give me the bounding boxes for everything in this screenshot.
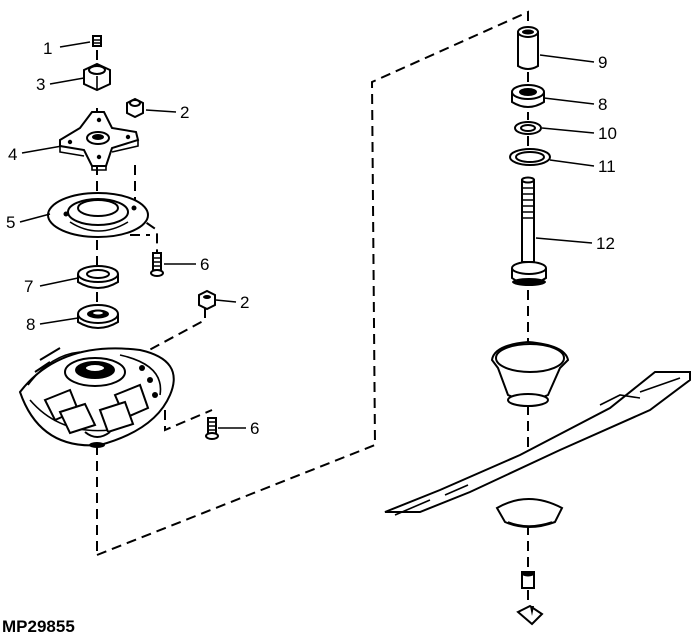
callout-2-upper: 2 bbox=[180, 103, 189, 122]
callout-10: 10 bbox=[598, 124, 617, 143]
spindle-nut bbox=[83, 62, 111, 92]
carriage-bolt-upper bbox=[150, 252, 164, 277]
callout-6-upper: 6 bbox=[200, 255, 209, 274]
carriage-bolt-lower bbox=[205, 417, 219, 440]
washer bbox=[514, 121, 542, 135]
spindle-shaft bbox=[511, 176, 547, 286]
callout-1: 1 bbox=[43, 39, 52, 58]
mower-deck-housing bbox=[18, 347, 175, 448]
spindle-housing-flange bbox=[47, 192, 149, 238]
seal-ring bbox=[509, 148, 551, 166]
blade-cup-washer bbox=[495, 498, 564, 528]
bearing-lower bbox=[77, 304, 119, 329]
grease-fitting bbox=[92, 35, 102, 47]
flange-nut-upper bbox=[126, 97, 144, 119]
callout-4: 4 bbox=[8, 145, 17, 164]
callout-8-left: 8 bbox=[26, 315, 35, 334]
callout-3: 3 bbox=[36, 75, 45, 94]
callout-2-lower: 2 bbox=[240, 293, 249, 312]
blade-nut bbox=[516, 604, 544, 626]
spacer-tube bbox=[517, 26, 539, 70]
callout-9: 9 bbox=[598, 53, 607, 72]
flange-nut-lower bbox=[198, 289, 216, 311]
callout-6-lower: 6 bbox=[250, 419, 259, 438]
pulley-hub bbox=[59, 111, 140, 171]
callout-7: 7 bbox=[24, 277, 33, 296]
callout-5: 5 bbox=[6, 213, 15, 232]
assembly-lines bbox=[96, 10, 529, 605]
callout-labels: 1 3 2 4 5 6 7 8 2 6 9 8 10 11 12 bbox=[6, 39, 617, 438]
oil-seal bbox=[77, 265, 119, 289]
blade-adapter bbox=[490, 340, 570, 407]
bearing-upper bbox=[511, 84, 545, 108]
leader-lines bbox=[19, 41, 595, 429]
callout-11: 11 bbox=[598, 157, 616, 176]
callout-12: 12 bbox=[596, 234, 615, 253]
figure-id: MP29855 bbox=[2, 617, 75, 636]
blade-bolt bbox=[521, 571, 535, 589]
callout-8-right: 8 bbox=[598, 95, 607, 114]
mower-blade bbox=[384, 371, 691, 516]
